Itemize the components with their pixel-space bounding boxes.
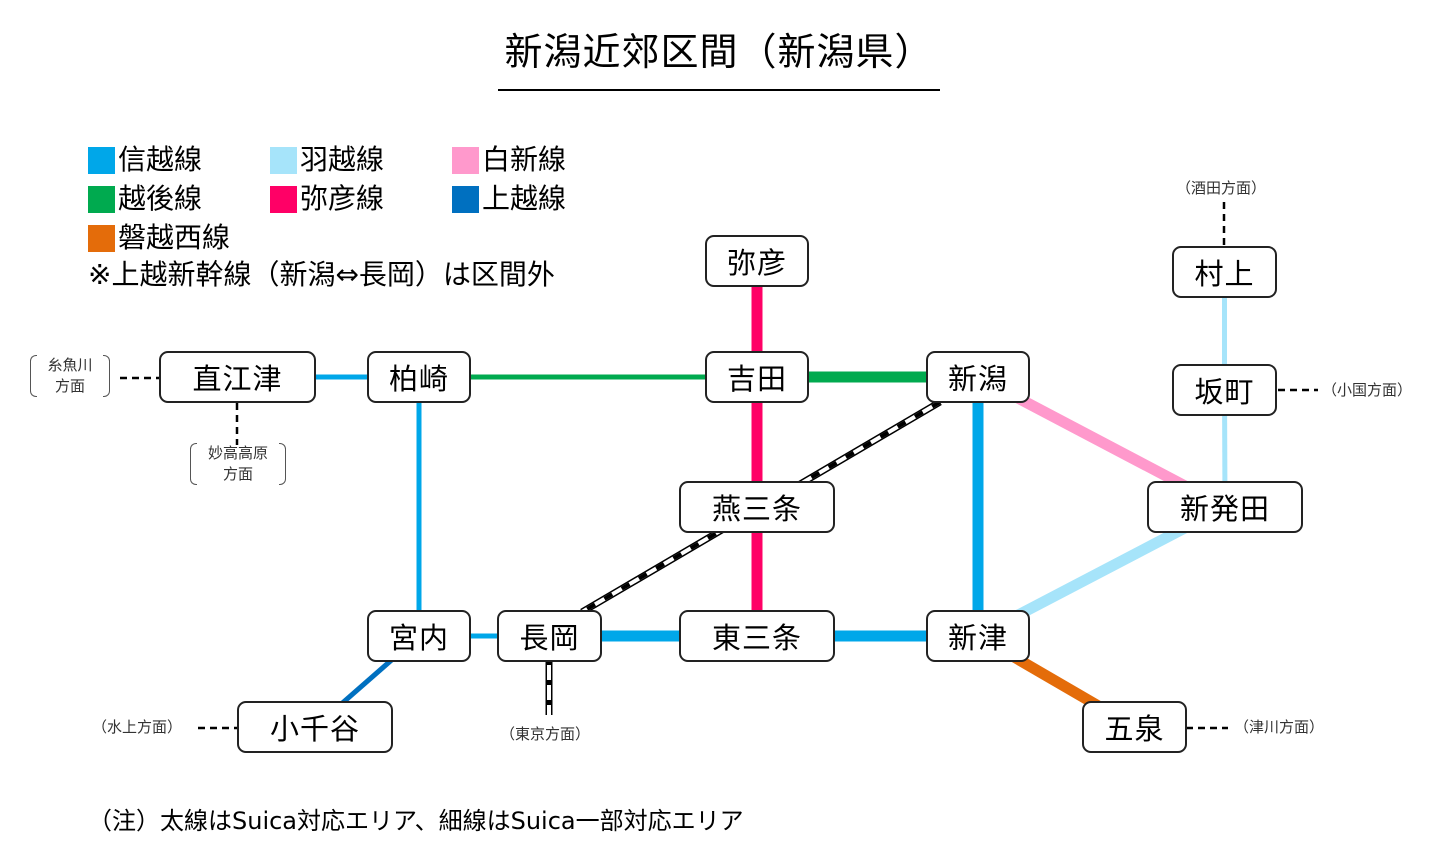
direction-tsugawa: （津川方面） [1234,718,1325,736]
direction-tokyo: （東京方面） [500,725,591,743]
legend-label: 羽越線 [300,143,385,176]
legend-label: 弥彦線 [300,182,385,215]
station-murakami: 村上 [1172,246,1277,298]
direction-text: 妙高高原 [207,444,268,462]
legend-swatch [88,185,115,213]
station-shibata: 新発田 [1147,481,1303,533]
legend-swatch [452,146,479,174]
legend-item-hakushin: 白新線 [452,143,566,177]
direction-itoigawa: 糸魚川 方面 [30,355,110,397]
direction-minakami: （水上方面） [92,718,183,736]
station-tsubamesanjo: 燕三条 [679,481,835,533]
station-yoshida: 吉田 [705,351,809,403]
station-niigata: 新潟 [926,351,1030,403]
legend-swatch [270,185,297,213]
legend-item-yahiko: 弥彦線 [270,182,384,216]
station-sakamachi: 坂町 [1172,364,1277,416]
legend-label: 越後線 [118,182,203,215]
station-miyauchi: 宮内 [367,610,471,662]
legend-item-uetsu: 羽越線 [270,143,384,177]
legend-item-echigo: 越後線 [88,182,202,216]
title-underline [498,89,940,91]
station-higashisanjo: 東三条 [679,610,835,662]
legend-item-shinetsu: 信越線 [88,143,202,177]
legend-label: 白新線 [482,143,567,176]
station-niitsu: 新津 [926,610,1030,662]
legend-swatch [270,146,297,174]
direction-text: 方面 [54,377,85,395]
station-ojiya: 小千谷 [237,701,393,753]
legend-swatch [88,224,115,252]
legend-label: 信越線 [118,143,203,176]
station-nagaoka: 長岡 [497,610,602,662]
legend-item-banetsusai: 磐越西線 [88,221,230,255]
direction-text: 糸魚川 [47,356,93,374]
legend-label: 上越線 [482,182,567,215]
legend-swatch [88,146,115,174]
station-gosen: 五泉 [1082,701,1187,753]
legend-label: 磐越西線 [118,221,231,254]
station-yahiko: 弥彦 [705,235,809,287]
legend-item-joetsu: 上越線 [452,182,566,216]
legend-swatch [452,185,479,213]
page-title: 新潟近郊区間（新潟県） [504,30,934,74]
station-kashiwazaki: 柏崎 [367,351,471,403]
direction-oguni: （小国方面） [1322,381,1413,399]
footnote: （注）太線はSuica対応エリア、細線はSuica一部対応エリア [88,807,744,835]
shinkansen-line [545,398,942,715]
shinkansen-note: ※上越新幹線（新潟⇔長岡）は区間外 [88,258,555,291]
direction-sakata: （酒田方面） [1176,179,1267,197]
direction-text: 方面 [222,465,253,483]
station-naoetsu: 直江津 [159,351,316,403]
direction-myokokogen: 妙高高原 方面 [190,443,286,485]
